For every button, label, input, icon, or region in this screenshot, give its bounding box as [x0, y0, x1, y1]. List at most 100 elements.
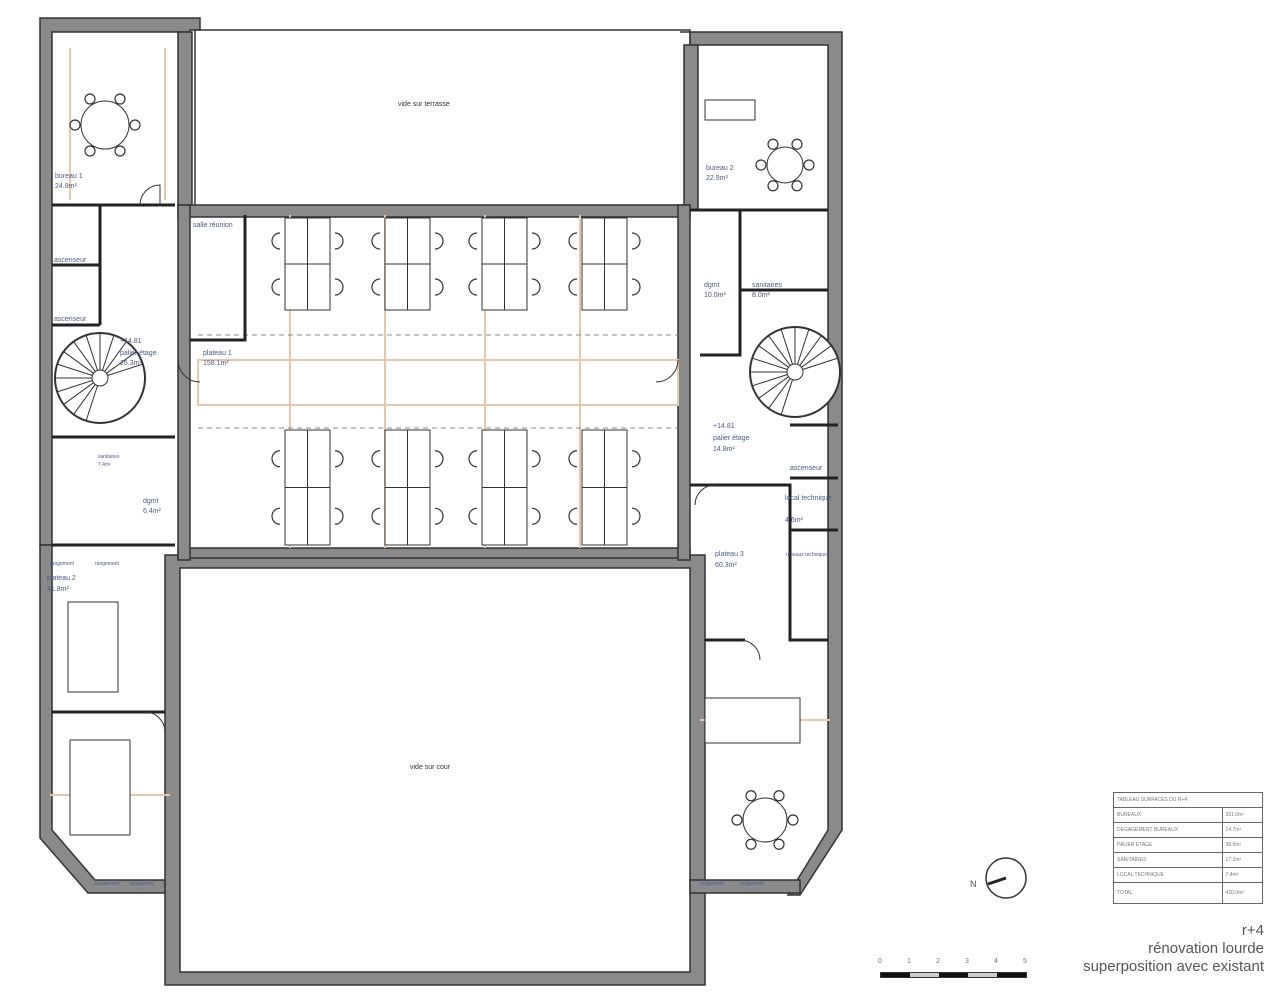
- chair: [791, 180, 803, 192]
- title-line2: superposition avec existant: [1083, 958, 1264, 975]
- area-plateau3: 60.3m²: [715, 562, 737, 569]
- stair-step: [801, 345, 832, 368]
- label-dgmt-right: dgmt: [704, 282, 720, 289]
- chair: [631, 450, 641, 468]
- chair: [434, 278, 444, 296]
- chair: [568, 278, 578, 296]
- label-bureau1: bureau 1: [55, 173, 83, 180]
- title-line1: rénovation lourde: [1148, 940, 1264, 957]
- chair: [731, 814, 743, 826]
- stair-step: [73, 341, 96, 372]
- scale-tick: 3: [965, 958, 969, 965]
- chair: [745, 790, 757, 802]
- chair: [271, 450, 281, 468]
- facade-north: [177, 204, 691, 218]
- chair: [434, 507, 444, 525]
- desk-bureau2: [704, 99, 756, 121]
- chair: [271, 278, 281, 296]
- area-plateau1: 158.1m²: [203, 360, 229, 367]
- label-courtyard: vide sur cour: [410, 764, 451, 771]
- row-value: 14.7m²: [1221, 822, 1264, 838]
- chair: [371, 450, 381, 468]
- compass-circle-icon: [985, 857, 1027, 899]
- scale-tick: 0: [878, 958, 882, 965]
- row-label: SANITAIRES: [1113, 852, 1223, 868]
- terrace-void: [194, 29, 691, 209]
- chair: [468, 507, 478, 525]
- north-label: N: [970, 879, 977, 889]
- level-palier-right: +14.81: [713, 423, 735, 430]
- round-table-bureau1: [80, 100, 130, 150]
- chair: [745, 838, 757, 850]
- chair: [568, 232, 578, 250]
- facade-south: [177, 547, 691, 559]
- row-label: TOTAL: [1113, 882, 1223, 904]
- area-local-technique: 4.6m²: [785, 517, 804, 524]
- stair-step: [780, 379, 794, 415]
- chair: [568, 507, 578, 525]
- stair-step: [63, 351, 94, 374]
- stair-step: [101, 335, 115, 371]
- stair-step: [104, 341, 127, 372]
- label-dgmt-left: dgmt: [143, 498, 159, 505]
- stair-step: [63, 382, 94, 405]
- wall-bottom-right: [689, 879, 801, 894]
- chair: [434, 450, 444, 468]
- chair: [271, 232, 281, 250]
- label-sanitaires-left: sanitaires: [98, 454, 120, 460]
- row-value: 7.4m²: [1221, 867, 1264, 883]
- label-salle-reunion: salle réunion: [193, 222, 233, 229]
- label-rangement-6: rangement: [740, 881, 765, 887]
- label-terrace: vide sur terrasse: [398, 101, 450, 108]
- label-plateau1: plateau 1: [203, 350, 232, 357]
- title-level: r+4: [1241, 922, 1264, 939]
- stair-step: [758, 345, 789, 368]
- stair-step: [752, 373, 788, 387]
- chair: [84, 93, 96, 105]
- chair: [371, 507, 381, 525]
- chair: [791, 138, 803, 150]
- chair: [531, 450, 541, 468]
- stair-step: [57, 379, 93, 393]
- label-ascenseur-right: ascenseur: [790, 465, 823, 472]
- row-label: LOCAL TECHNIQUE: [1113, 867, 1223, 883]
- chair: [468, 232, 478, 250]
- scale-tick: 2: [936, 958, 940, 965]
- chair: [334, 278, 344, 296]
- stair-step: [768, 335, 791, 366]
- chair: [631, 232, 641, 250]
- area-sanitaires-left: 7.4m²: [98, 462, 111, 468]
- label-local-technique: local technique: [785, 495, 832, 502]
- stair-step: [768, 378, 791, 409]
- chair: [531, 278, 541, 296]
- chair: [531, 507, 541, 525]
- label-rangement-1: rangement: [50, 561, 75, 567]
- row-label: BUREAUX: [1113, 807, 1223, 823]
- label-plateau2: plateau 2: [47, 575, 76, 582]
- chair: [468, 278, 478, 296]
- scale-tick: 4: [994, 958, 998, 965]
- chair: [755, 159, 767, 171]
- stair-step: [106, 351, 137, 374]
- row-value: 351.0m²: [1221, 807, 1264, 823]
- chair: [129, 119, 141, 131]
- stair-step: [799, 335, 822, 366]
- chair: [371, 278, 381, 296]
- row-label: DEGAGEMENT BUREAUX: [1113, 822, 1223, 838]
- room-labels: vide sur terrasse vide sur cour bureau 1…: [47, 101, 832, 887]
- outer-wall-bottom-left: [39, 544, 166, 894]
- label-ascenseur-2: ascenseur: [54, 316, 87, 323]
- row-value: 17.1m²: [1221, 852, 1264, 868]
- label-rangement-5: rangement: [700, 881, 725, 887]
- label-rangement-4: rangement: [130, 881, 155, 887]
- label-palier-left: palier étage: [120, 350, 157, 357]
- label-rangement-2: rangement: [95, 561, 120, 567]
- chair: [631, 278, 641, 296]
- row-label: PALIER ETAGE: [1113, 837, 1223, 853]
- stair-step: [85, 385, 99, 421]
- label-plateau3: plateau 3: [715, 551, 744, 558]
